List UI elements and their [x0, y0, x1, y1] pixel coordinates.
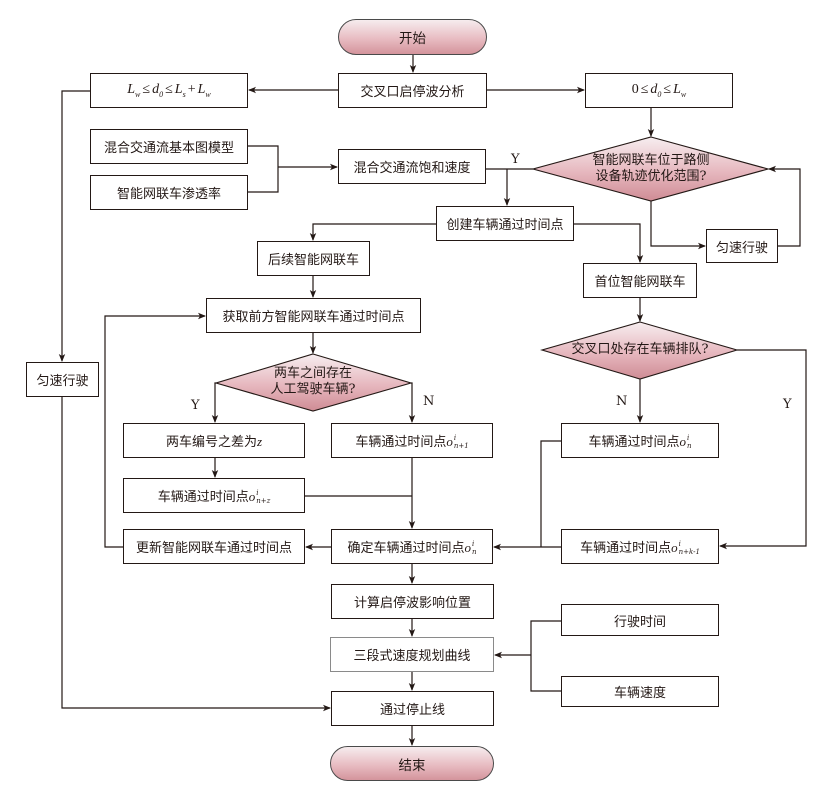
node-label: 三段式速度规划曲线 [353, 649, 471, 664]
node-first-cav: 首位智能网联车 [583, 263, 697, 298]
node-penetration-rate: 智能网联车渗透率 [90, 175, 248, 210]
connector-profile-inputs [530, 620, 561, 692]
arrow-decision-to-uniform-right [650, 201, 706, 250]
connector-right-time-points [540, 440, 561, 547]
node-label: 交叉口启停波分析 [360, 85, 465, 100]
branch-label-yes: Y [511, 152, 520, 167]
arrow-update-loop [104, 312, 206, 548]
node-left-condition: Lw≤d0≤Ls+Lw [90, 73, 248, 108]
node-compute-wave-position: 计算启停波影响位置 [331, 584, 494, 619]
arrow-left-condition-to-uniform [58, 90, 90, 362]
node-label: 通过停止线 [379, 703, 445, 718]
node-label: 首位智能网联车 [594, 275, 686, 290]
node-update-time-point: 更新智能网联车通过时间点 [123, 529, 305, 564]
node-label: 车辆速度 [613, 686, 666, 701]
node-create-time-points: 创建车辆通过时间点 [436, 206, 574, 241]
node-label: 智能网联车渗透率 [116, 187, 221, 202]
node-travel-time: 行驶时间 [561, 604, 719, 636]
decision-diamond-optimization-range [530, 136, 771, 202]
node-label: 计算启停波影响位置 [353, 596, 471, 611]
node-label: 行驶时间 [613, 614, 666, 630]
branch-label-yes: Y [783, 397, 792, 412]
node-label: 混合交通流饱和速度 [353, 161, 471, 176]
decision-text-manual-vehicle: 两车之间存在 人工驾驶车辆? [270, 366, 356, 397]
arrow-create-to-first [574, 223, 644, 263]
start-label: 开始 [399, 31, 426, 47]
arrow-uniform-to-stopline [61, 397, 331, 712]
arrow-uniform-right-loop [768, 165, 801, 247]
decision-diamond-queue [540, 321, 739, 380]
branch-label-yes: Y [191, 398, 200, 413]
node-speed-profile: 三段式速度规划曲线 [330, 637, 494, 672]
end-terminal: 结束 [330, 746, 494, 781]
branch-label-no: N [423, 394, 435, 409]
branch-label-no: N [616, 394, 628, 409]
node-basic-diagram-model: 混合交通流基本图模型 [90, 129, 248, 164]
node-label: 更新智能网联车通过时间点 [135, 541, 292, 556]
arrow-decision2-no [408, 382, 416, 423]
end-label: 结束 [398, 757, 426, 774]
node-label: 混合交通流基本图模型 [103, 141, 234, 156]
node-label: 后续智能网联车 [267, 253, 359, 268]
decision-text-optimization-range: 智能网联车位于路侧 设备轨迹优化范围? [592, 153, 710, 184]
formula-left-condition: Lw≤d0≤Ls+Lw [127, 82, 211, 99]
node-uniform-drive-right: 匀速行驶 [706, 229, 778, 263]
node-right-condition: 0≤d0≤Lw [585, 73, 733, 108]
node-vehicle-speed: 车辆速度 [561, 676, 719, 707]
node-pass-stop-line: 通过停止线 [331, 691, 494, 726]
start-terminal: 开始 [338, 19, 487, 55]
decision-text-queue: 交叉口处存在车辆排队? [571, 342, 709, 357]
formula-right-condition: 0≤d0≤Lw [631, 82, 687, 99]
node-subsequent-cav: 后续智能网联车 [257, 241, 370, 276]
node-label: 两车编号之差为z [165, 434, 263, 450]
node-saturation-speed: 混合交通流饱和速度 [338, 149, 486, 184]
node-label: 匀速行驶 [715, 240, 768, 256]
node-get-front-time-point: 获取前方智能网联车通过时间点 [206, 298, 421, 333]
arrow-create-to-subsequent [309, 223, 436, 241]
node-label: 获取前方智能网联车通过时间点 [222, 310, 405, 325]
node-number-difference: 两车编号之差为z [123, 423, 305, 458]
node-label: 匀速行驶 [36, 374, 89, 389]
node-wave-analysis: 交叉口启停波分析 [338, 73, 487, 108]
decision-diamond-manual-vehicle [214, 353, 413, 412]
node-label: 创建车辆通过时间点 [446, 218, 564, 233]
arrow-decision3-yes [719, 349, 807, 550]
connector-inputs [248, 145, 279, 193]
node-uniform-drive-left: 匀速行驶 [26, 362, 99, 397]
arrow-decision2-yes [211, 382, 219, 423]
